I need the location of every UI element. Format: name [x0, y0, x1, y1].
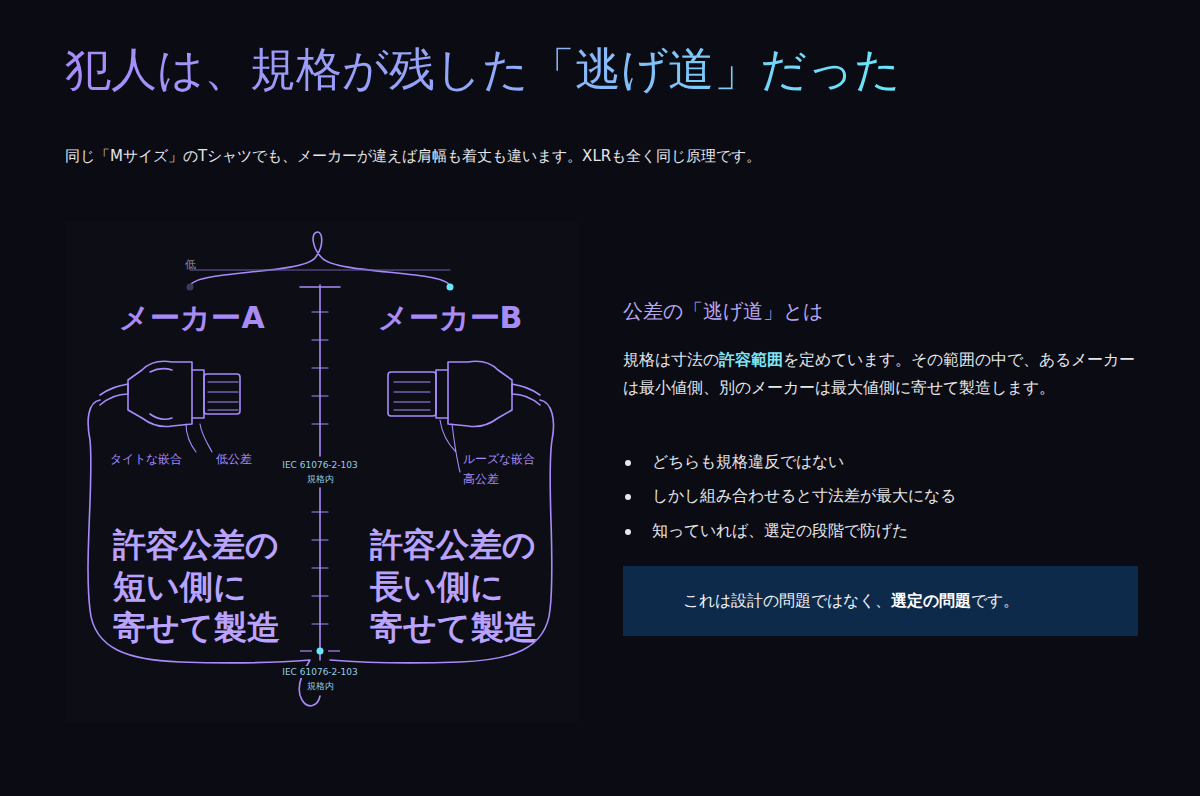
info-text: です。 — [971, 591, 1019, 612]
scale-tick — [312, 395, 328, 396]
info-text: これは設計の問題ではなく、 — [683, 591, 891, 612]
end-dot — [187, 284, 194, 291]
info-text: 選定の問題 — [891, 591, 971, 612]
scale-cap — [328, 650, 340, 651]
standard-label: 規格内 — [305, 472, 336, 487]
end-dot — [447, 284, 454, 291]
maker-label: メーカーA — [119, 298, 264, 339]
fit-label: タイトな嵌合 — [110, 451, 182, 468]
bullet-text: どちらも規格違反ではない — [652, 452, 844, 473]
paragraph: 規格は寸法の許容範囲を定めています。その範囲の中で、あるメーカーは最小値側、別の… — [623, 346, 1143, 403]
page-title: 犯人は、規格が残した「逃げ道」だった — [65, 40, 901, 100]
xlr-connector-a — [100, 361, 240, 452]
subtitle: 同じ「Mサイズ」のTシャツでも、メーカーが違えば肩幅も着丈も違います。XLRも全… — [65, 147, 761, 166]
info-panel: これは設計の問題ではなく、選定の問題です。 — [623, 566, 1138, 636]
scale-axis — [319, 285, 321, 456]
xlr-connector-b — [388, 361, 540, 472]
scale-tick — [312, 595, 328, 596]
manufacturing-note: 許容公差の長い側に寄せて製造 — [370, 524, 537, 649]
bullet-text: 知っていれば、選定の段階で防げた — [652, 521, 908, 542]
scale-cap — [300, 650, 312, 651]
tolerance-label: 低公差 — [216, 451, 252, 468]
scale-tick — [312, 423, 328, 424]
body-text: 規格は寸法の — [623, 350, 719, 369]
maker-label: メーカーB — [378, 298, 523, 339]
bullet-dot — [625, 460, 631, 466]
scale-tick — [312, 367, 328, 368]
illustration-panel — [65, 222, 577, 722]
scale-tick — [312, 539, 328, 540]
fit-label: ルーズな嵌合 — [463, 451, 535, 468]
highlight-term: 許容範囲 — [719, 350, 783, 369]
beam-bar — [190, 270, 450, 271]
scale-cap — [300, 286, 340, 288]
bullet-dot — [625, 529, 631, 535]
standard-label: IEC 61076-2-103 — [280, 459, 360, 471]
manufacturing-note: 許容公差の短い側に寄せて製造 — [113, 524, 280, 649]
scale-tick — [312, 339, 328, 340]
scale-axis — [319, 488, 321, 660]
standard-label: IEC 61076-2-103 — [280, 666, 360, 678]
scale-tick — [312, 567, 328, 568]
section-heading: 公差の「逃げ道」とは — [623, 298, 823, 325]
scale-tick — [312, 311, 328, 312]
scale-label: 低 — [185, 257, 196, 272]
scale-tick — [312, 623, 328, 624]
outline-a — [88, 400, 320, 706]
outline-b — [330, 400, 554, 663]
balance-beam — [190, 232, 450, 287]
bullet-dot — [625, 494, 631, 500]
tolerance-label: 高公差 — [463, 471, 499, 488]
bullet-text: しかし組み合わせると寸法差が最大になる — [652, 486, 956, 507]
scale-tick — [312, 511, 328, 512]
end-dot — [317, 648, 324, 655]
standard-label: 規格内 — [305, 679, 336, 694]
